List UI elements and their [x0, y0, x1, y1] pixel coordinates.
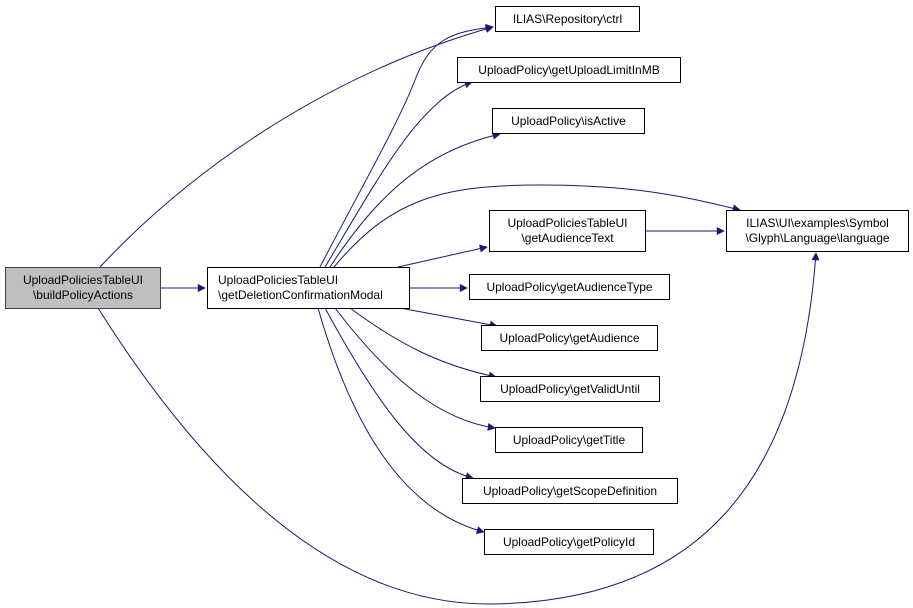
node-label: UploadPolicy\isActive [511, 113, 626, 128]
node-label: UploadPolicy\getAudienceType [486, 279, 653, 294]
node-label-line: \getDeletionConfirmationModal [218, 288, 383, 302]
node-label-line: \buildPolicyActions [32, 288, 134, 302]
node-label: UploadPolicy\getUploadLimitInMB [478, 62, 660, 77]
node-getAudienceType[interactable]: UploadPolicy\getAudienceType [469, 274, 670, 300]
node-getAudience[interactable]: UploadPolicy\getAudience [481, 325, 658, 351]
node-label: UploadPolicy\getPolicyId [502, 534, 636, 549]
node-getUploadLimitInMB[interactable]: UploadPolicy\getUploadLimitInMB [457, 57, 681, 83]
node-label-line: \Glyph\Language\language [745, 231, 890, 245]
edge-getDeletionConfirmationModal-getAudienceText [397, 244, 488, 268]
node-label: UploadPolicy\getScopeDefinition [482, 483, 658, 498]
node-getTitle[interactable]: UploadPolicy\getTitle [495, 427, 643, 453]
edge-getDeletionConfirmationModal-isActive [329, 131, 501, 268]
node-getDeletionConfirmationModal[interactable]: UploadPoliciesTableUI \getDeletionConfir… [207, 267, 410, 309]
node-ctrl[interactable]: ILIAS\Repository\ctrl [495, 6, 640, 32]
node-label: UploadPolicy\getAudience [499, 330, 640, 345]
node-label: ILIAS\Repository\ctrl [512, 11, 623, 26]
edge-getDeletionConfirmationModal-ctrl [319, 23, 494, 268]
node-isActive[interactable]: UploadPolicy\isActive [492, 108, 645, 134]
node-label-line: UploadPoliciesTableUI [22, 273, 144, 287]
edge-getDeletionConfirmationModal-getScopeDefinition [324, 307, 474, 481]
node-buildPolicyActions[interactable]: UploadPoliciesTableUI \buildPolicyAction… [5, 267, 161, 309]
node-label-line: UploadPoliciesTableUI [218, 273, 339, 287]
edge-getDeletionConfirmationModal-getTitle [334, 307, 496, 431]
node-getScopeDefinition[interactable]: UploadPolicy\getScopeDefinition [462, 478, 678, 504]
node-label-line: \getAudienceText [521, 231, 614, 245]
edge-getDeletionConfirmationModal-language [333, 184, 741, 268]
node-label: UploadPolicy\getTitle [512, 432, 626, 447]
edge-buildPolicyActions-ctrl [99, 25, 494, 268]
node-language[interactable]: ILIAS\UI\examples\Symbol \Glyph\Language… [726, 210, 909, 252]
edge-getDeletionConfirmationModal-getPolicyId [317, 307, 485, 535]
node-getAudienceText[interactable]: UploadPoliciesTableUI \getAudienceText [489, 210, 646, 252]
node-label-line: UploadPoliciesTableUI [507, 216, 628, 230]
edge-getDeletionConfirmationModal-getAudience [399, 307, 498, 329]
node-label: UploadPolicy\getValidUntil [500, 381, 640, 396]
node-getValidUntil[interactable]: UploadPolicy\getValidUntil [480, 376, 660, 402]
node-getPolicyId[interactable]: UploadPolicy\getPolicyId [484, 529, 654, 555]
edge-buildPolicyActions-language [97, 252, 820, 605]
node-label-line: ILIAS\UI\examples\Symbol [746, 216, 889, 230]
edge-getDeletionConfirmationModal-getUploadLimitInMB [324, 80, 473, 268]
edge-getDeletionConfirmationModal-getValidUntil [349, 307, 497, 380]
